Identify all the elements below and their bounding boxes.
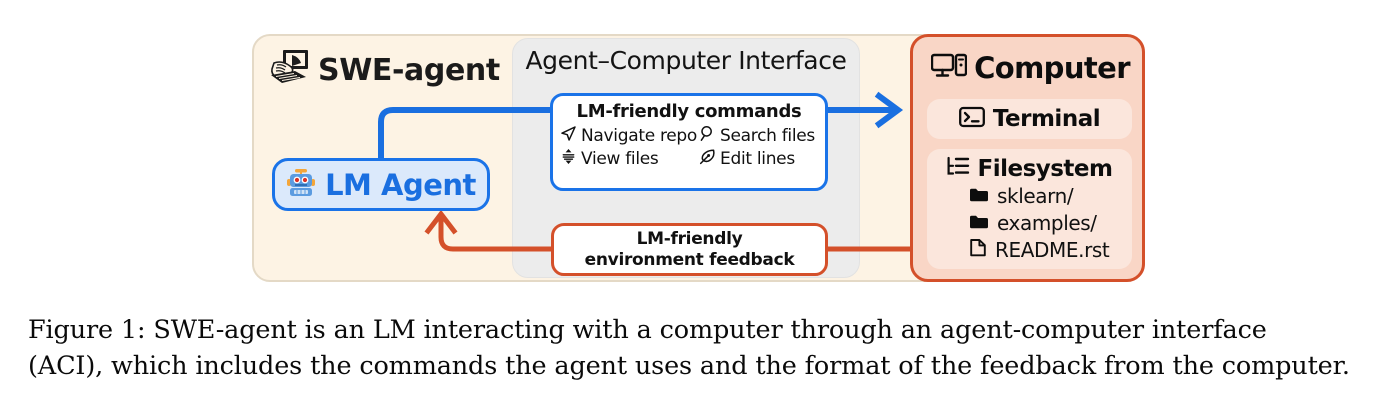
filesystem-entry[interactable]: examples/: [927, 210, 1132, 237]
caption-line-1: Figure 1: SWE-agent is an LM interacting…: [28, 315, 1267, 345]
magnifier-icon: [699, 125, 716, 147]
command-label: View files: [581, 149, 659, 169]
swe-agent-title-label: SWE-agent: [318, 52, 500, 88]
navigation-arrow-icon: [560, 125, 577, 147]
figure-caption: Figure 1: SWE-agent is an LM interacting…: [28, 312, 1358, 384]
filesystem-header: Filesystem: [927, 156, 1132, 182]
feedback-line-1: LM-friendly: [636, 228, 743, 249]
caption-line-2: (ACI), which includes the commands the a…: [28, 351, 1350, 381]
filesystem-label: Filesystem: [977, 156, 1113, 182]
pen-nib-icon: [699, 148, 716, 170]
computer-title-label: Computer: [974, 51, 1130, 85]
terminal-icon: [958, 106, 985, 132]
desktop-tower-icon: [930, 52, 968, 84]
computer-title: Computer: [913, 51, 1148, 85]
command-search-files[interactable]: Search files: [699, 125, 818, 147]
folder-icon: [969, 210, 989, 237]
filesystem-entry[interactable]: README.rst: [927, 237, 1132, 264]
lm-friendly-commands-box: LM-friendly commands Navigate repo Se: [550, 93, 828, 191]
filesystem-entry-name: sklearn/: [997, 184, 1074, 208]
filesystem-card: Filesystem sklearn/ examples/: [927, 149, 1132, 269]
feedback-line-2: environment feedback: [584, 249, 795, 270]
command-label: Edit lines: [720, 149, 795, 169]
command-navigate-repo[interactable]: Navigate repo: [560, 125, 697, 147]
robot-icon: [286, 168, 316, 202]
file-icon: [969, 237, 987, 264]
aci-heading: Agent–Computer Interface: [525, 46, 847, 75]
folder-icon: [969, 183, 989, 210]
command-edit-lines[interactable]: Edit lines: [699, 148, 818, 170]
commands-box-title: LM-friendly commands: [576, 101, 802, 122]
filesystem-entry-name: README.rst: [995, 238, 1110, 262]
environment-feedback-box: LM-friendly environment feedback: [551, 223, 828, 276]
command-label: Navigate repo: [581, 126, 698, 146]
commands-list: Navigate repo Search files: [553, 125, 825, 170]
lm-agent-label: LM Agent: [325, 167, 476, 202]
lm-agent-node[interactable]: LM Agent: [272, 158, 490, 211]
filesystem-entry-name: examples/: [997, 211, 1097, 235]
filesystem-entry[interactable]: sklearn/: [927, 183, 1132, 210]
command-view-files[interactable]: View files: [560, 148, 697, 170]
tree-list-icon: [946, 156, 970, 182]
terminal-card[interactable]: Terminal: [927, 99, 1132, 139]
terminal-label: Terminal: [992, 106, 1101, 132]
command-label: Search files: [720, 126, 815, 146]
computer-hand-keyboard-icon: [268, 49, 310, 91]
vertical-scroll-icon: [560, 148, 577, 170]
swe-agent-title: SWE-agent: [268, 44, 500, 96]
computer-panel: Computer Terminal: [910, 34, 1145, 282]
